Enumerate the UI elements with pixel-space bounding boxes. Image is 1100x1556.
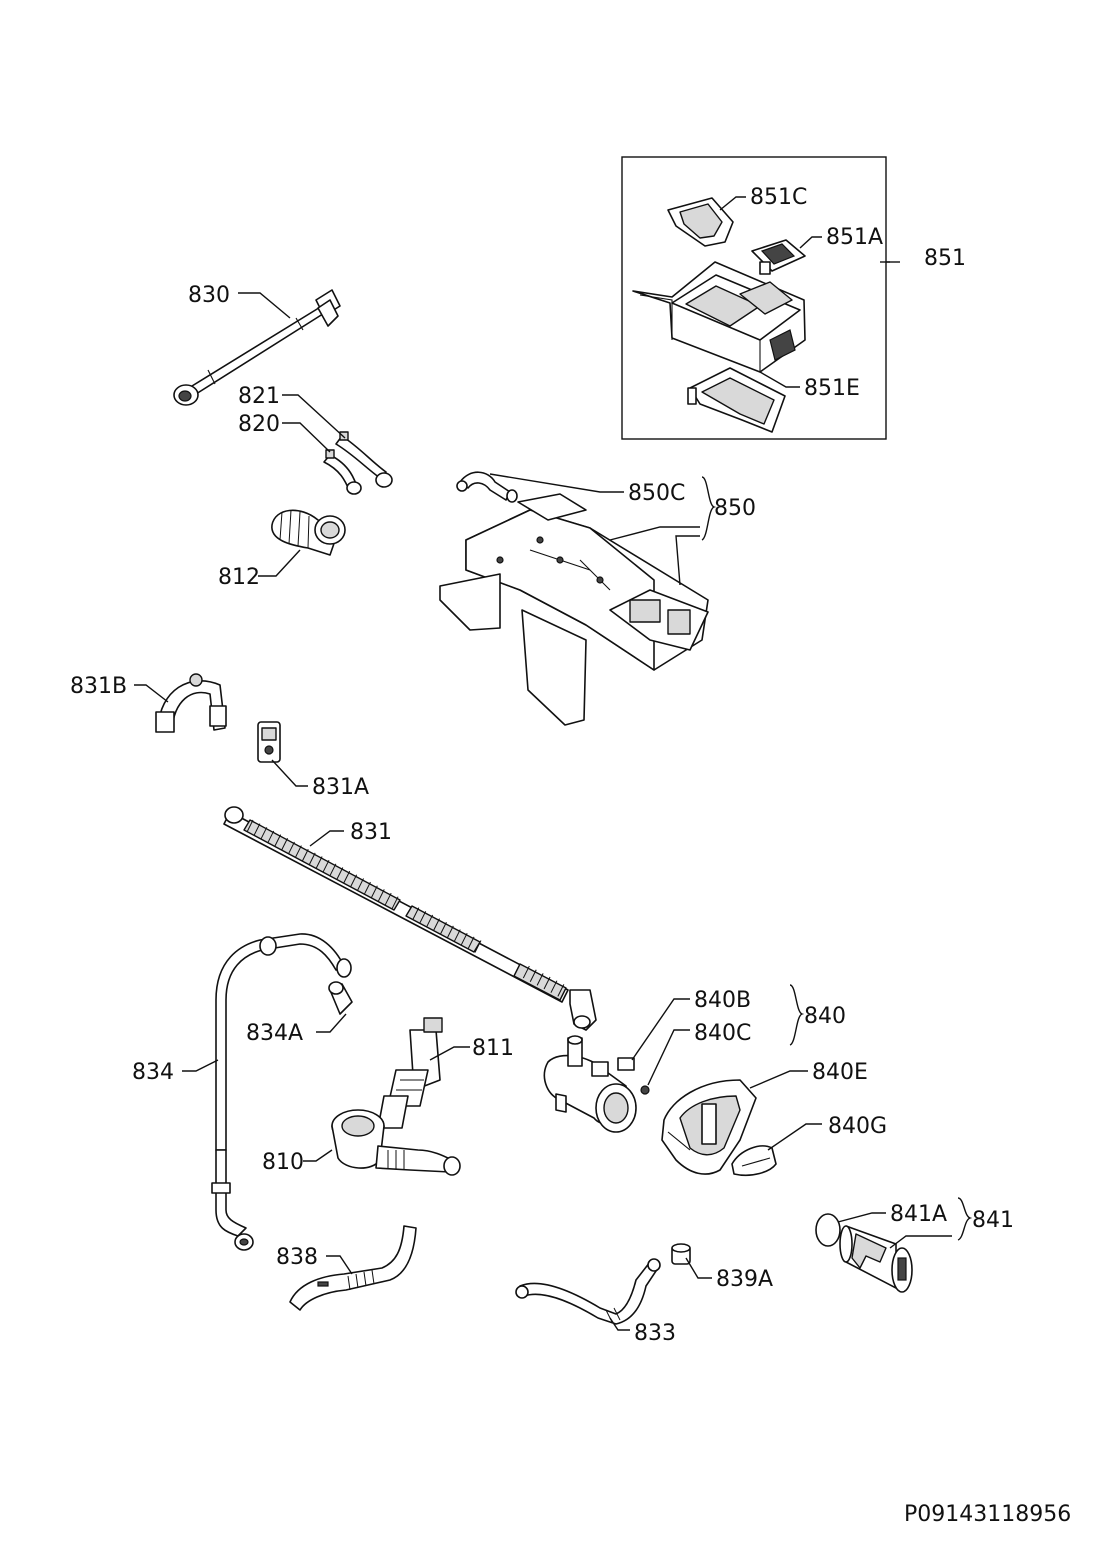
hose-rib [343, 870, 351, 884]
part-841-drawing [815, 1213, 913, 1293]
hose-rib [536, 973, 544, 986]
hose-rib [377, 889, 385, 902]
part-841A-drawing [815, 1213, 841, 1247]
hose-rib [474, 940, 482, 953]
hose-rib [357, 878, 364, 891]
hose-rib [522, 965, 530, 979]
hose-rib [391, 896, 399, 909]
part-834A-drawing [328, 981, 353, 1015]
part-833-drawing [515, 1258, 661, 1325]
part-851C-drawing [667, 197, 734, 247]
part-831-drawing [223, 806, 597, 1031]
hose-rib [467, 936, 475, 950]
hose-rib [260, 827, 268, 840]
part-830-drawing [173, 289, 341, 406]
label-851: 851 [924, 246, 966, 271]
part-811-drawing [377, 1017, 443, 1129]
hose-rib [253, 823, 261, 836]
hose-rib [308, 852, 316, 866]
hose-rib [315, 856, 323, 869]
part-851E-drawing [687, 367, 786, 433]
part-labels: 830 821 820 812 851 851C 851A 851E 850 8… [70, 185, 1071, 1527]
hose-rib [543, 976, 551, 990]
label-834A: 834A [246, 1021, 303, 1046]
hose-rib [267, 830, 275, 844]
part-834-drawing [211, 933, 352, 1251]
label-820: 820 [238, 412, 280, 437]
label-821: 821 [238, 384, 280, 409]
part-810-drawing [331, 1109, 461, 1176]
hose-rib [550, 980, 558, 993]
label-851C: 851C [750, 185, 807, 210]
label-812: 812 [218, 565, 260, 590]
hose-rib [453, 929, 461, 942]
label-811: 811 [472, 1036, 514, 1061]
part-850-drawing [439, 493, 709, 726]
part-851A-drawing [751, 239, 806, 275]
label-840E: 840E [812, 1060, 868, 1085]
part-850C-drawing [456, 471, 518, 503]
part-840-drawing [543, 1035, 650, 1133]
hose-rib [329, 863, 337, 877]
hose-rib [460, 932, 468, 946]
label-830: 830 [188, 283, 230, 308]
part-839A-drawing [671, 1243, 691, 1265]
label-851E: 851E [804, 376, 860, 401]
part-840E-drawing [661, 1079, 757, 1175]
label-850: 850 [714, 496, 756, 521]
hose-rib [350, 874, 358, 888]
hose-rib [433, 918, 440, 931]
hose-rib [426, 914, 434, 928]
drawing-code: P09143118956 [904, 1502, 1071, 1527]
hose-rib [274, 834, 282, 847]
part-840G-drawing [731, 1145, 777, 1177]
hose-rib [439, 922, 447, 935]
hose-rib [446, 925, 454, 939]
part-812-drawing [271, 509, 346, 556]
part-851-drawer-drawing [632, 261, 806, 373]
hose-rib [246, 819, 254, 833]
label-850C: 850C [628, 481, 685, 506]
hose-rib [294, 845, 302, 858]
part-840C-drawing [640, 1085, 650, 1095]
label-831A: 831A [312, 775, 369, 800]
label-831B: 831B [70, 674, 127, 699]
label-841: 841 [972, 1208, 1014, 1233]
leader-lines [134, 196, 973, 1331]
hose-rib [322, 859, 330, 873]
label-833: 833 [634, 1321, 676, 1346]
hose-rib [384, 892, 392, 906]
hose-rib [370, 885, 378, 898]
hose-rib [363, 881, 371, 895]
label-840B: 840B [694, 988, 751, 1013]
assembly-851-box [621, 156, 887, 440]
hose-rib [419, 911, 427, 924]
label-841A: 841A [890, 1202, 947, 1227]
hose-rib [529, 969, 537, 982]
hose-rib [336, 867, 344, 880]
label-810: 810 [262, 1150, 304, 1175]
hose-rib [301, 848, 309, 862]
label-831: 831 [350, 820, 392, 845]
label-840: 840 [804, 1004, 846, 1029]
part-838-drawing [289, 1225, 417, 1311]
part-831B-drawing [155, 673, 227, 733]
label-840C: 840C [694, 1021, 751, 1046]
hose-rib [288, 841, 295, 855]
part-831A-drawing [257, 721, 281, 763]
part-840B-drawing [617, 1057, 635, 1071]
hose-rib [412, 907, 420, 920]
label-840G: 840G [828, 1114, 887, 1139]
label-851A: 851A [826, 225, 883, 250]
hose-rib [557, 984, 565, 997]
hose-rib [281, 838, 288, 851]
part-820-821-drawing [323, 431, 393, 495]
label-838: 838 [276, 1245, 318, 1270]
label-834: 834 [132, 1060, 174, 1085]
label-839A: 839A [716, 1267, 773, 1292]
